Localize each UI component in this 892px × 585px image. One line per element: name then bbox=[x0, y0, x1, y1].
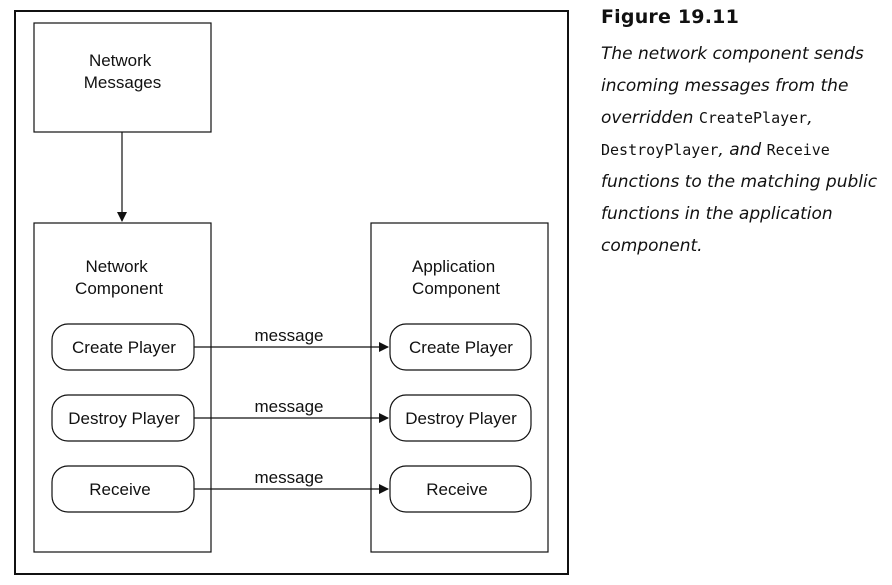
create-player-message-label: message bbox=[255, 326, 324, 345]
code-destroy-player: DestroyPlayer bbox=[601, 141, 719, 159]
application-destroy-player-node bbox=[389, 394, 532, 442]
network-receive-label: Receive bbox=[89, 480, 150, 499]
network-component-box bbox=[33, 222, 212, 553]
code-receive: Receive bbox=[766, 141, 830, 159]
network-component-label: Network Component bbox=[75, 257, 163, 298]
application-create-player-node bbox=[389, 323, 532, 371]
application-component-label: Application Component bbox=[412, 257, 500, 298]
application-create-player-label: Create Player bbox=[409, 338, 513, 357]
application-component-box bbox=[370, 222, 549, 553]
figure-description: The network component sends incoming mes… bbox=[601, 38, 889, 262]
caption-text: , bbox=[807, 108, 813, 128]
network-create-player-label: Create Player bbox=[72, 338, 176, 357]
code-create-player: CreatePlayer bbox=[698, 109, 808, 127]
caption-text: , and bbox=[718, 140, 767, 160]
receive-message-label: message bbox=[255, 468, 324, 487]
figure-caption: Figure 19.11 The network component sends… bbox=[601, 6, 889, 262]
figure-frame bbox=[14, 10, 569, 575]
application-receive-label: Receive bbox=[426, 480, 487, 499]
figure-title: Figure 19.11 bbox=[601, 6, 739, 28]
network-destroy-player-label: Destroy Player bbox=[68, 409, 180, 428]
caption-text: functions to the matching public functio… bbox=[601, 172, 878, 256]
caption-text: The network component sends incoming mes… bbox=[601, 44, 864, 128]
application-receive-node bbox=[389, 465, 532, 513]
network-messages-label: Network Messages bbox=[84, 51, 161, 92]
destroy-player-message-label: message bbox=[255, 397, 324, 416]
application-destroy-player-label: Destroy Player bbox=[405, 409, 517, 428]
